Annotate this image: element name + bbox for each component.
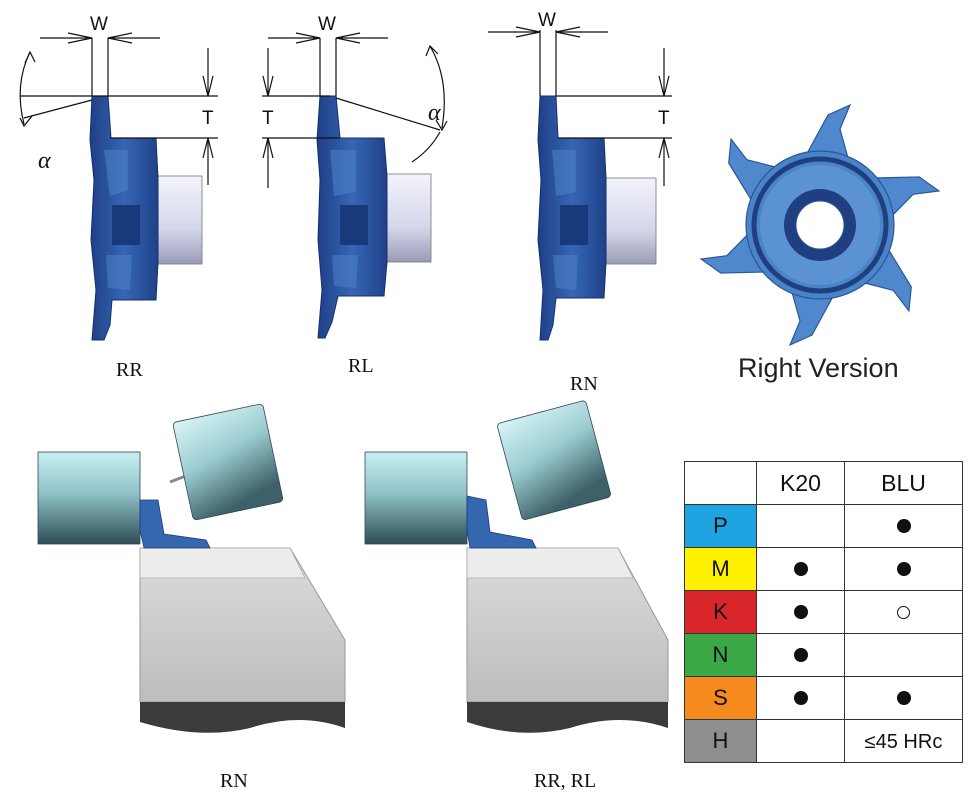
grade-cell-k20 (756, 590, 845, 634)
profile-view-rl: W T α RL (262, 14, 448, 377)
header-empty-cell (684, 461, 757, 505)
dimension-w: W (90, 14, 108, 35)
column-header-blu: BLU (844, 461, 963, 505)
pin (605, 177, 657, 265)
pin (149, 175, 203, 265)
hardness-limit-text: ≤45 HRc (864, 731, 943, 753)
suitable-marker-icon (896, 691, 911, 705)
insert-detail (552, 150, 576, 196)
table-row: K (684, 590, 963, 634)
machining-scene-rn: RN (37, 403, 346, 792)
caption-rr-rl-bottom: RR, RL (534, 770, 596, 792)
dimension-t: T (658, 108, 670, 129)
material-group-cell: M (684, 547, 757, 591)
insert-detail (104, 150, 128, 196)
grade-cell-blu (844, 547, 963, 591)
dimension-w: W (538, 10, 556, 31)
suitable-marker-icon (793, 648, 808, 662)
suitable-marker-icon (793, 562, 808, 576)
dimension-alpha: α (428, 100, 441, 126)
insert-detail (560, 205, 588, 245)
grade-cell-blu (844, 676, 963, 720)
dimension-t: T (262, 108, 274, 129)
grade-cell-k20 (756, 676, 845, 720)
tool-holder (37, 451, 141, 545)
grade-cell-blu (844, 504, 963, 548)
workpiece-top-face (466, 547, 634, 579)
grinding-wheel (172, 403, 284, 521)
suitable-marker-icon (793, 605, 808, 619)
table-row: H ≤45 HRc (684, 719, 963, 763)
dimension-t: T (202, 108, 214, 129)
tool-holder (364, 451, 468, 545)
material-group-cell: N (684, 633, 757, 677)
grade-cell-k20 (756, 504, 845, 548)
material-group-cell: S (684, 676, 757, 720)
caption-rl: RL (348, 355, 374, 377)
grade-cell-k20 (756, 719, 845, 763)
insert-detail (340, 205, 368, 245)
caption-rn-top: RN (570, 373, 598, 395)
insert-outer-groove (751, 156, 889, 294)
material-group-cell: K (684, 590, 757, 634)
workpiece-top-face (139, 547, 306, 579)
caption-rr: RR (116, 359, 143, 381)
insert-right-version: Right Version (699, 103, 941, 383)
insert-tip (139, 499, 211, 549)
insert-detail (330, 150, 356, 196)
workpiece-base (467, 702, 668, 733)
grade-table-header: K20 BLU (684, 461, 963, 505)
grade-cell-blu (844, 590, 963, 634)
grinding-wheel (497, 400, 611, 520)
column-header-k20: K20 (756, 461, 845, 505)
profile-view-rr: W T α RR (19, 14, 218, 381)
material-group-cell: H (684, 719, 757, 763)
grade-cell-blu: ≤45 HRc (844, 719, 963, 763)
table-row: N (684, 633, 963, 677)
table-row: P (684, 504, 963, 548)
insert-detail (112, 205, 140, 245)
grade-cell-k20 (756, 633, 845, 677)
table-row: M (684, 547, 963, 591)
machining-scene-rr-rl: RR, RL (364, 400, 669, 792)
caption-rn-bottom: RN (220, 770, 248, 792)
suitable-marker-icon (793, 691, 808, 705)
insert-detail (553, 255, 578, 290)
workpiece-base (140, 702, 345, 733)
suitable-marker-icon (896, 562, 911, 576)
table-row: S (684, 676, 963, 720)
insert-hole (795, 200, 845, 250)
material-group-cell: P (684, 504, 757, 548)
profile-view-rn: W T RN (488, 10, 672, 395)
caption-right-version: Right Version (738, 353, 899, 383)
insert-detail (332, 255, 358, 288)
dimension-w: W (318, 14, 336, 35)
conditional-marker-icon (897, 606, 910, 619)
insert-tip (466, 495, 537, 549)
grade-cell-blu (844, 633, 963, 677)
insert-detail (106, 255, 132, 290)
grade-cell-k20 (756, 547, 845, 591)
dimension-alpha: α (38, 148, 51, 174)
suitable-marker-icon (896, 519, 911, 533)
pin (384, 173, 432, 263)
